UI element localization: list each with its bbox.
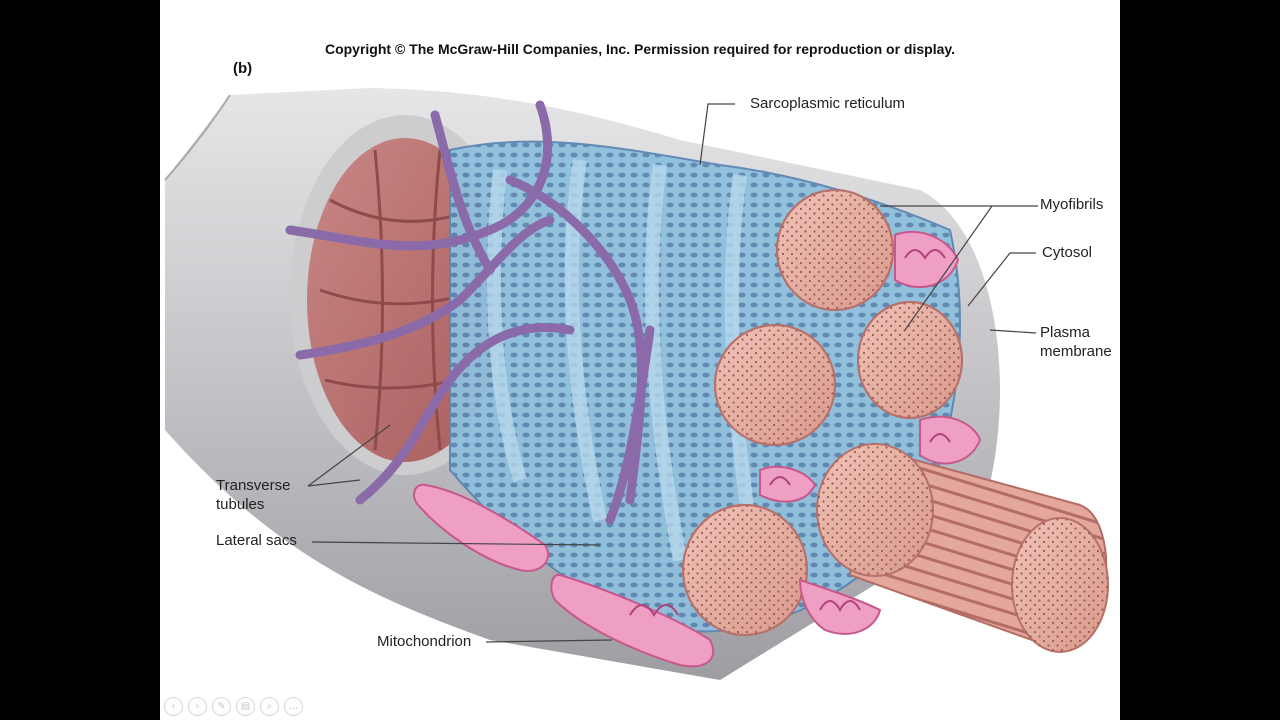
label-lateral-sacs: Lateral sacs — [216, 532, 297, 549]
pen-icon[interactable]: ✎ — [212, 697, 231, 716]
transverse-tubules-shape — [285, 100, 655, 525]
label-plasma-membrane: Plasma membrane — [1040, 323, 1112, 361]
slides-icon[interactable]: ▤ — [236, 697, 255, 716]
previous-icon[interactable]: ‹ — [164, 697, 183, 716]
label-transverse-tubules-line2: tubules — [216, 496, 265, 513]
mitochondria-cristae — [629, 249, 951, 617]
more-icon[interactable]: … — [284, 697, 303, 716]
protruding-myofibril — [816, 443, 1109, 653]
panel-letter: (b) — [233, 60, 253, 77]
slide: Copyright © The McGraw-Hill Companies, I… — [160, 0, 1120, 720]
muscle-fiber-illustration — [164, 88, 1109, 680]
label-plasma-membrane-line1: Plasma — [1040, 324, 1091, 341]
label-mitochondrion: Mitochondrion — [377, 633, 472, 650]
label-plasma-membrane-line2: membrane — [1040, 343, 1112, 360]
label-cytosol: Cytosol — [1042, 244, 1093, 261]
mitochondria — [413, 230, 982, 668]
next-icon[interactable]: › — [188, 697, 207, 716]
myofibril-ends — [682, 189, 963, 636]
viewer-controls: ‹ › ✎ ▤ ⌕ … — [164, 697, 303, 717]
leader-lines — [307, 103, 1038, 643]
label-transverse-tubules: Transverse tubules — [216, 476, 290, 514]
zoom-icon[interactable]: ⌕ — [260, 697, 279, 716]
label-sarcoplasmic-reticulum: Sarcoplasmic reticulum — [750, 95, 906, 112]
copyright-notice: Copyright © The McGraw-Hill Companies, I… — [324, 41, 956, 57]
label-myofibrils: Myofibrils — [1040, 196, 1104, 213]
label-transverse-tubules-line1: Transverse — [216, 477, 291, 494]
